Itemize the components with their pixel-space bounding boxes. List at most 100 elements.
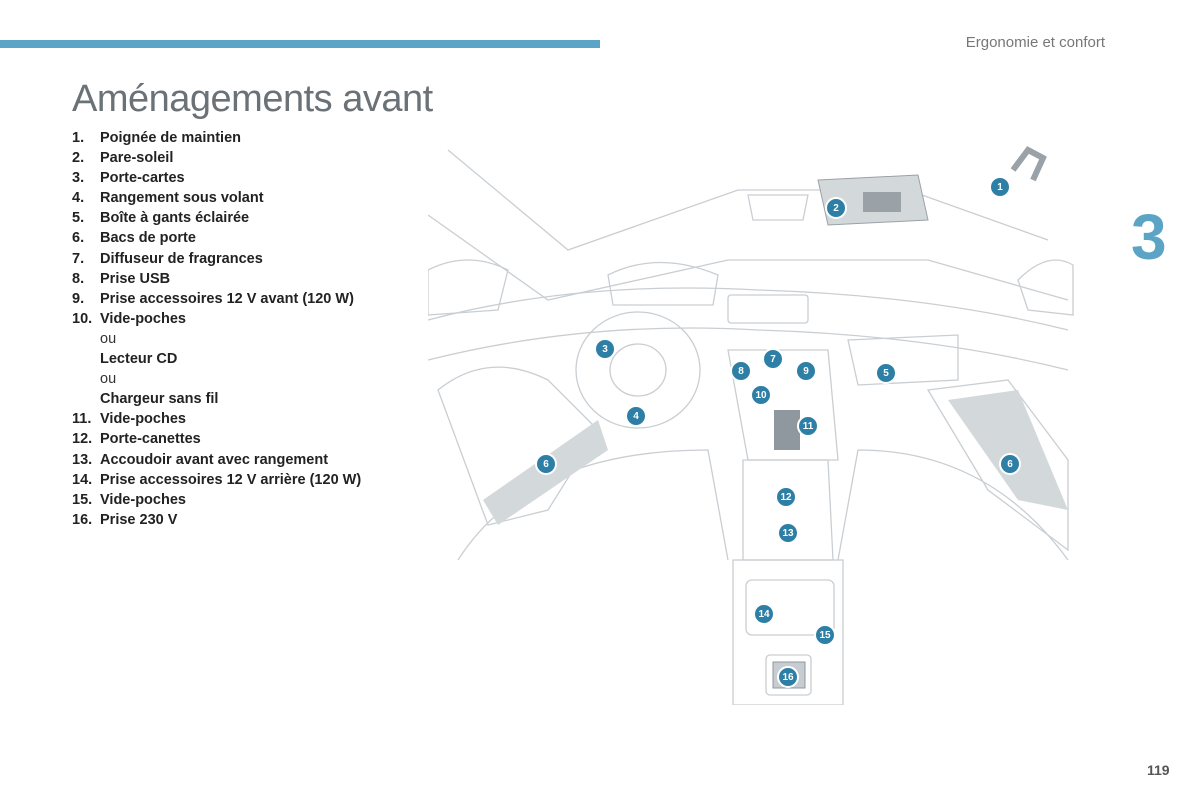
top-accent-bar	[0, 40, 600, 48]
legend-item: 16. Prise 230 V	[72, 510, 361, 530]
diagram-marker: 12	[775, 486, 797, 508]
marker-label: 6	[1007, 459, 1013, 470]
marker-circle	[730, 360, 752, 382]
marker-circle	[825, 197, 847, 219]
right-seat	[837, 449, 1069, 561]
legend-item-number: 11.	[72, 411, 92, 428]
marker-circle	[775, 486, 797, 508]
diagram-marker: 6	[999, 453, 1021, 475]
diagram-marker: 3	[594, 338, 616, 360]
legend-item-label: Diffuseur de fragrances	[100, 250, 263, 267]
legend-item-number: 3.	[72, 170, 85, 187]
diagram-marker: 9	[795, 360, 817, 382]
legend-item-label: Boîte à gants éclairée	[100, 210, 250, 227]
legend-item-label: Pare-soleil	[100, 150, 174, 167]
diagram-marker: 11	[797, 415, 819, 437]
legend-item-number: 14.	[72, 471, 93, 488]
left-side-mirror	[428, 259, 509, 316]
legend-item-label: ou	[100, 371, 117, 388]
legend-item: 4. Rangement sous volant	[72, 188, 361, 208]
legend-item-number: 4.	[72, 190, 85, 207]
legend-item-label: Prise USB	[100, 270, 171, 287]
legend-item: 10.Vide-poches	[72, 309, 361, 329]
diagram-marker: 4	[625, 405, 647, 427]
legend-item: 3. Porte-cartes	[72, 168, 361, 188]
legend-item-label: Vide-poches	[100, 411, 186, 428]
marker-label: 7	[770, 354, 776, 365]
legend-item: 6.Bacs de porte	[72, 228, 361, 248]
marker-circle	[777, 522, 799, 544]
legend-item-number	[72, 369, 100, 389]
marker-label: 3	[602, 344, 608, 355]
legend-item: 1.Poignée de maintien	[72, 128, 361, 148]
diagram-marker: 13	[777, 522, 799, 544]
marker-label: 14	[758, 609, 770, 620]
marker-circle	[777, 666, 799, 688]
marker-circle	[797, 415, 819, 437]
marker-circle	[795, 360, 817, 382]
section-label: Ergonomie et confort	[965, 34, 1105, 51]
marker-label: 12	[780, 492, 792, 503]
marker-circle	[750, 384, 772, 406]
diagram-marker: 14	[753, 603, 775, 625]
page-number: 119	[1147, 762, 1170, 778]
legend-item-label: Porte-canettes	[100, 431, 201, 448]
diagram-marker: 16	[777, 666, 799, 688]
legend-item-label: ou	[100, 330, 117, 347]
legend-item-number: 16.	[72, 511, 93, 528]
right-door-bin	[948, 390, 1068, 510]
diagram-marker: 2	[825, 197, 847, 219]
diagram-marker: 10	[750, 384, 772, 406]
diagram-marker: 1	[989, 176, 1011, 198]
windshield-outline	[447, 149, 1049, 251]
legend-item-number: 12.	[72, 431, 93, 448]
legend-item-number	[72, 329, 100, 349]
marker-circle	[762, 348, 784, 370]
legend-item-label: Vide-poches	[100, 310, 186, 327]
legend-item: Chargeur sans fil	[72, 389, 361, 409]
marker-label: 6	[543, 459, 549, 470]
marker-label: 8	[738, 366, 744, 377]
legend-item: 12. Porte-canettes	[72, 429, 361, 449]
legend-item-number	[72, 349, 100, 369]
legend-item-label: Poignée de maintien	[100, 130, 241, 146]
legend-item-label: Prise accessoires 12 V arrière (120 W)	[100, 471, 362, 488]
diagram-marker: 8	[730, 360, 752, 382]
center-screen	[727, 294, 809, 324]
vanity-mirror	[863, 192, 901, 212]
marker-label: 2	[833, 203, 839, 214]
legend-item: Lecteur CD	[72, 349, 361, 369]
legend-item-label: Porte-cartes	[100, 170, 185, 187]
legend-item-number: 8.	[72, 270, 85, 287]
legend-item-label: Prise 230 V	[100, 511, 178, 528]
legend-item-label: Vide-poches	[100, 491, 186, 508]
marker-circle	[625, 405, 647, 427]
console-cubby	[774, 410, 800, 450]
diagram-marker: 7	[762, 348, 784, 370]
marker-circle	[594, 338, 616, 360]
legend-item-number: 15.	[72, 491, 93, 508]
legend-item: 15. Vide-poches	[72, 490, 361, 510]
legend-item-number: 13.	[72, 451, 93, 468]
marker-circle	[535, 453, 557, 475]
legend-list: 1.Poignée de maintien 2. Pare-soleil 3. Port…	[72, 128, 361, 530]
marker-label: 4	[633, 411, 639, 422]
marker-circle	[753, 603, 775, 625]
legend-item-number: 9.	[72, 290, 85, 307]
glovebox	[847, 334, 959, 386]
legend-item: 13. Accoudoir avant avec rangement	[72, 450, 361, 470]
legend-item: 11. Vide-poches	[72, 409, 361, 429]
legend-item: ou	[72, 329, 361, 349]
marker-label: 1	[997, 182, 1003, 193]
legend-item: ou	[72, 369, 361, 389]
center-console	[727, 349, 839, 461]
steering-wheel	[575, 311, 701, 429]
legend-item-label: Bacs de porte	[100, 230, 196, 247]
grab-handle	[1010, 146, 1047, 182]
legend-item-label: Accoudoir avant avec rangement	[100, 451, 329, 468]
right-side-mirror	[1017, 259, 1074, 316]
marker-label: 5	[883, 368, 889, 379]
legend-item-number: 2.	[72, 150, 85, 167]
legend-item-label: Rangement sous volant	[100, 190, 264, 207]
